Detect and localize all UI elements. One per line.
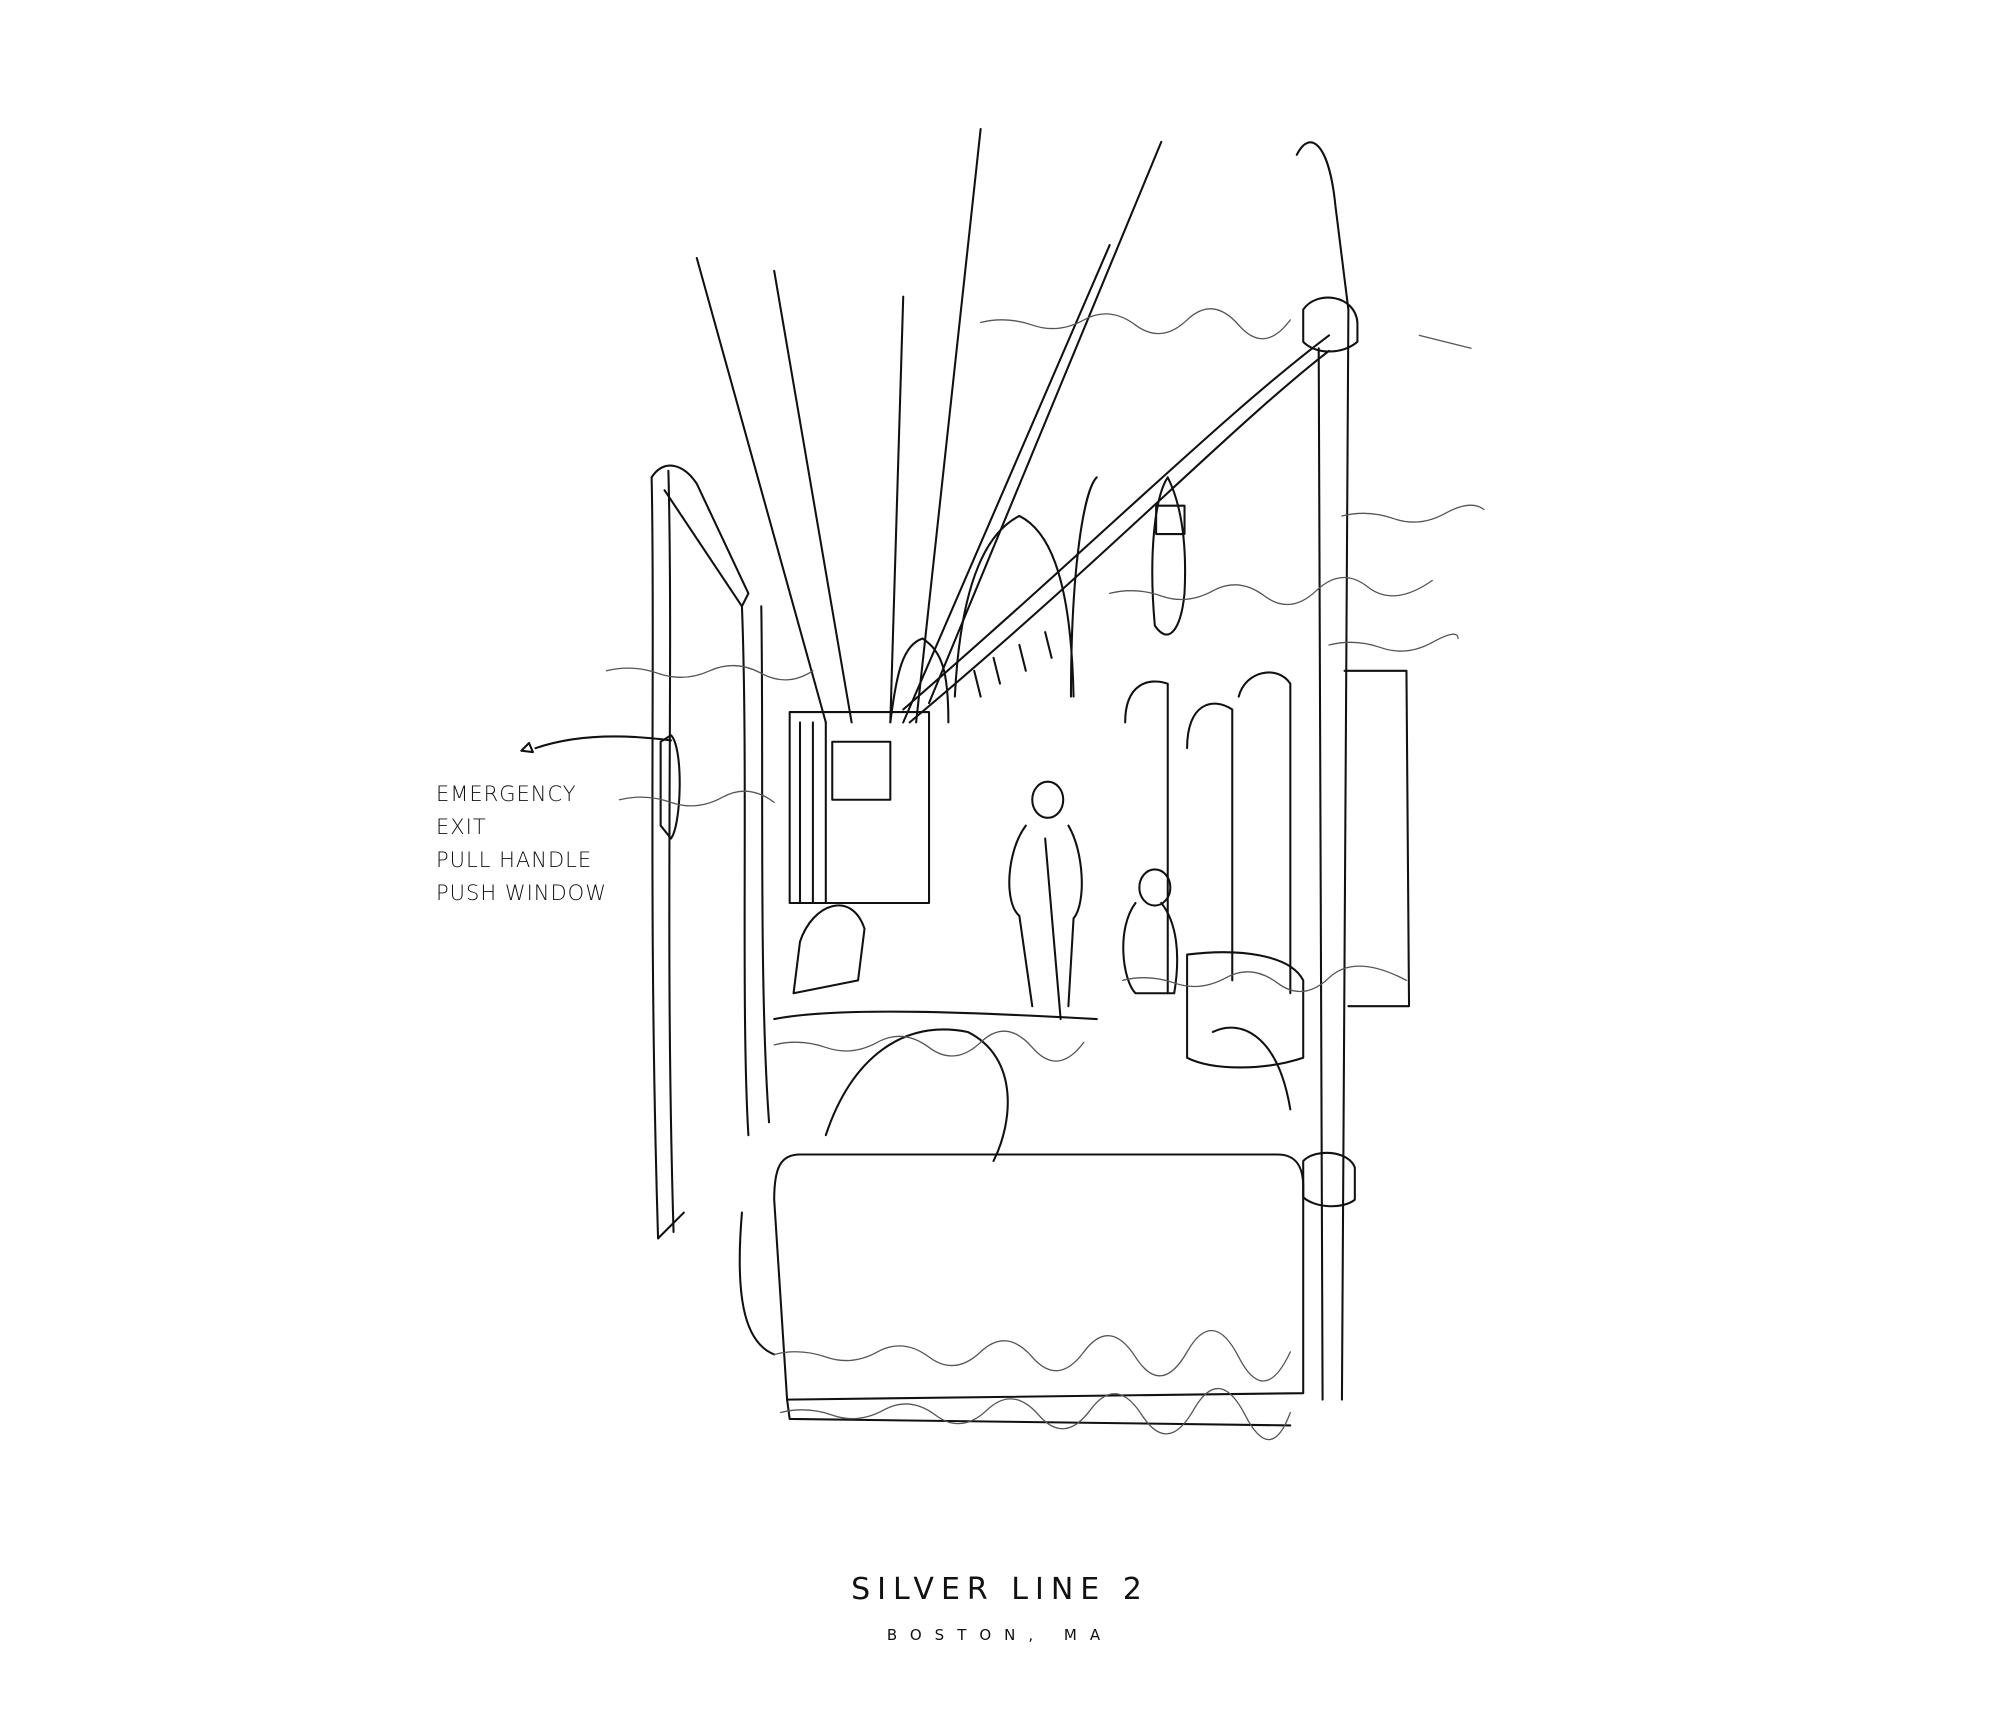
annotation-arrow	[520, 735, 672, 754]
right-pole	[1295, 141, 1359, 1401]
caption-subtitle: BOSTON, MA	[886, 1626, 1114, 1644]
handrail	[902, 334, 1331, 724]
annotation-line: PULL HANDLE	[436, 848, 593, 872]
seats	[773, 904, 1305, 1162]
ceiling-lines	[695, 127, 1163, 724]
seated-passenger	[1122, 868, 1179, 995]
right-windows	[1124, 669, 1411, 1008]
rear-of-bus	[788, 711, 931, 905]
annotation-line: EMERGENCY	[436, 782, 577, 806]
wavy-lines	[605, 308, 1485, 1441]
emergency-exit-annotation: EMERGENCY EXIT PULL HANDLE PUSH WINDOW	[436, 778, 607, 910]
left-wall	[650, 464, 771, 1240]
caption-title: SILVER LINE 2	[851, 1572, 1149, 1607]
front-seat-back	[738, 1153, 1305, 1427]
standing-passenger	[1008, 780, 1083, 1021]
annotation-line: EXIT	[436, 815, 487, 839]
annotation-line: PUSH WINDOW	[436, 881, 607, 905]
arches	[889, 476, 1098, 724]
hanging-strap	[1151, 476, 1187, 636]
